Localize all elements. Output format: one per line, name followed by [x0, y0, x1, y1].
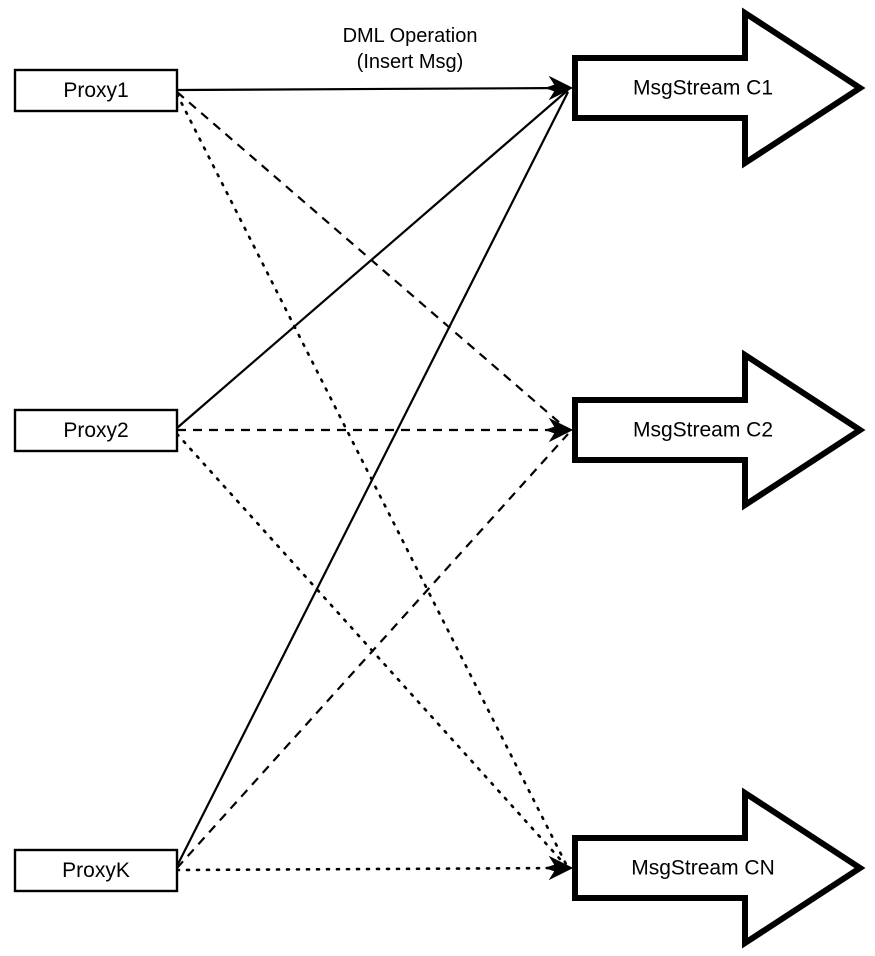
stream-node-stream_c2[interactable]: MsgStream C2	[572, 349, 866, 511]
edge-p1-c2	[176, 91, 569, 431]
edge-pk-c2	[176, 433, 569, 869]
arrowhead-head-cn	[544, 855, 574, 881]
stream-arrow-shape-stream_c1[interactable]	[572, 7, 866, 169]
arrowhead-head-c1	[544, 75, 574, 101]
proxy-node-proxy1[interactable]: Proxy1	[13, 68, 179, 113]
stream-arrow-shape-stream_cn[interactable]	[572, 787, 866, 949]
stream-arrow-shape-stream_c2[interactable]	[572, 349, 866, 511]
arrowhead-head-c2	[544, 417, 574, 443]
edge-p1-c1	[176, 86, 569, 92]
arrowheads-layer	[544, 75, 574, 881]
stream-node-stream_c1[interactable]: MsgStream C1	[572, 7, 866, 169]
proxy-box-proxy1[interactable]	[13, 68, 179, 113]
edge-p1-cn	[175, 92, 570, 870]
proxy-label-proxy2: Proxy2	[63, 419, 128, 442]
edges-layer	[175, 86, 570, 872]
proxy-box-proxyk[interactable]	[13, 848, 179, 893]
streams-layer: MsgStream C1 MsgStream C2 MsgStream CN	[572, 7, 866, 949]
stream-label-stream_c2: MsgStream C2	[633, 419, 773, 442]
stream-label-stream_cn: MsgStream CN	[631, 857, 775, 880]
caption-line-1: DML Operation	[343, 25, 478, 47]
caption-line-2: (Insert Msg)	[357, 51, 464, 73]
proxy-node-proxyk[interactable]: ProxyK	[13, 848, 179, 893]
edge-p2-c1	[176, 89, 569, 429]
edge-caption-group: DML Operation (Insert Msg)	[343, 25, 478, 73]
edge-pk-c1	[176, 91, 569, 867]
proxy-box-proxy2[interactable]	[13, 408, 179, 453]
proxy-label-proxy1: Proxy1	[63, 79, 128, 102]
edge-pk-cn	[175, 866, 570, 872]
proxy-label-proxyk: ProxyK	[62, 859, 130, 882]
stream-node-stream_cn[interactable]: MsgStream CN	[572, 787, 866, 949]
proxy-node-proxy2[interactable]: Proxy2	[13, 408, 179, 453]
stream-label-stream_c1: MsgStream C1	[633, 77, 773, 100]
